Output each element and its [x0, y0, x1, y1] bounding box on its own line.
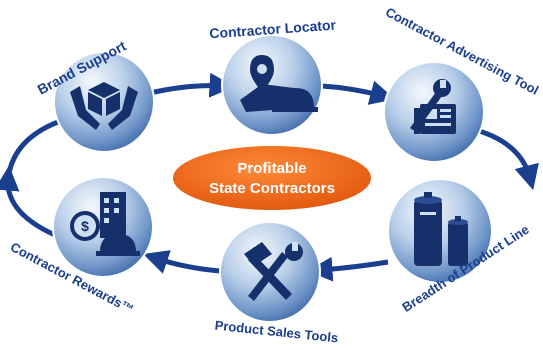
hammer-wrench-icon	[244, 242, 303, 301]
ring-left-connector	[5, 119, 59, 181]
water-heaters-icon	[414, 192, 468, 266]
center-title-line2: State Contractors	[209, 180, 335, 197]
center-oval: Profitable State Contractors	[173, 146, 371, 210]
map-pin-hardhat-icon	[240, 55, 318, 112]
center-title-line1: Profitable	[237, 160, 306, 177]
hands-box-icon	[70, 82, 138, 130]
arrow-brand-to-locator	[149, 72, 235, 98]
arrow-locator-to-advertising	[321, 80, 396, 105]
node-contractor-advertising-tool: Contractor Advertising Tool	[383, 4, 541, 163]
arrow-product-sales-to-rewards	[143, 250, 221, 274]
node-contractor-rewards: $ Contractor Rewards™	[8, 176, 154, 317]
wrench-newspaper-icon	[410, 79, 456, 134]
node-product-sales-tools: Product Sales Tools	[214, 221, 339, 345]
coin-building-hardhat-icon: $	[70, 192, 140, 256]
node-contractor-locator: Contractor Locator	[209, 17, 337, 136]
node-breadth-of-product-line: Breadth of Product Line	[387, 178, 532, 315]
node-brand-support: Brand Support	[35, 37, 155, 153]
arrow-breadth-to-product-sales	[307, 256, 389, 282]
arrow-rewards-to-brand	[0, 165, 63, 241]
svg-text:$: $	[81, 218, 89, 234]
